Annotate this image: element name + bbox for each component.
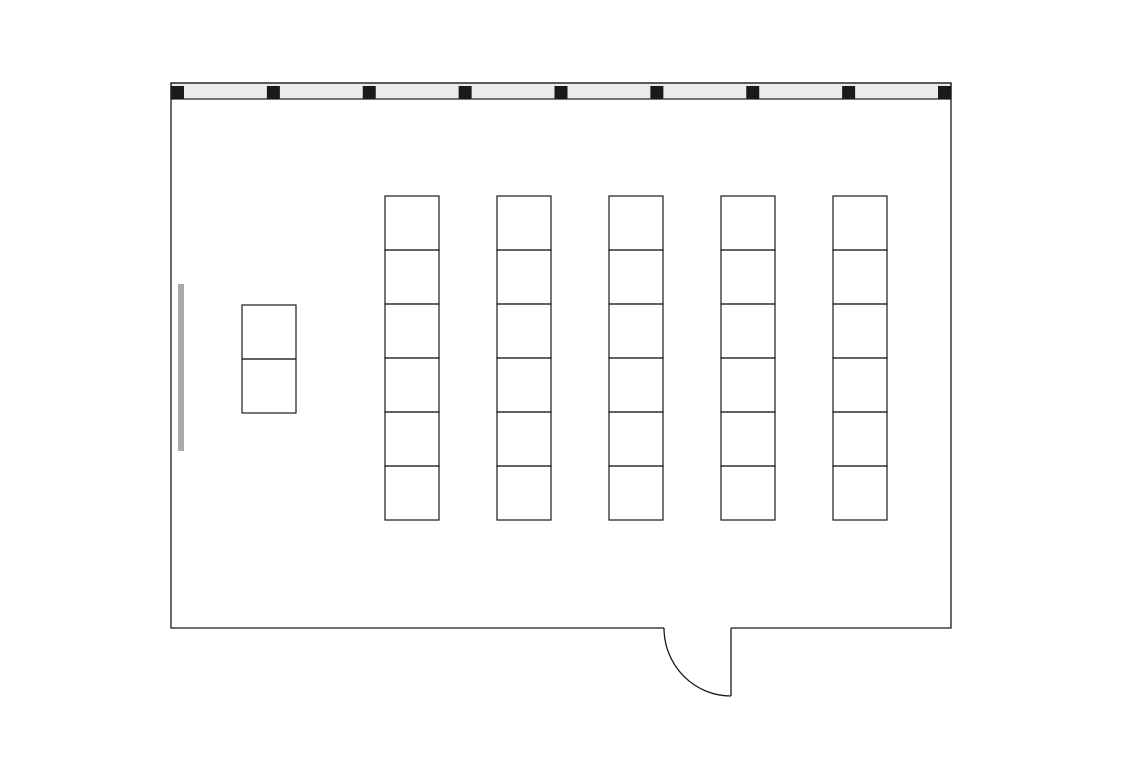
student-desk [384, 303, 440, 359]
student-desk [496, 195, 552, 251]
student-desk [496, 357, 552, 413]
wall [170, 82, 952, 629]
window-pillar [746, 86, 760, 99]
student-desk [496, 303, 552, 359]
student-desk [384, 357, 440, 413]
window-pillar [650, 86, 664, 99]
window-pillar [938, 86, 951, 99]
door-swing-arc [663, 627, 732, 697]
student-desk [720, 357, 776, 413]
student-desk [496, 249, 552, 305]
window-pillar [842, 86, 856, 99]
student-desk [720, 303, 776, 359]
window-pillar [171, 86, 184, 99]
window-pillar [554, 86, 568, 99]
student-desk [384, 465, 440, 521]
student-desk [608, 195, 664, 251]
student-desk [608, 465, 664, 521]
student-desk [720, 195, 776, 251]
student-desk [720, 411, 776, 467]
student-desk [608, 249, 664, 305]
student-desk [384, 411, 440, 467]
student-desk [832, 249, 888, 305]
window-pillar [266, 86, 280, 99]
whiteboard [178, 284, 184, 451]
student-desk [832, 465, 888, 521]
window-pillar [458, 86, 472, 99]
student-desk [832, 303, 888, 359]
student-desk [832, 195, 888, 251]
student-desk [832, 357, 888, 413]
student-desk [384, 195, 440, 251]
student-desk [384, 249, 440, 305]
student-desk [608, 411, 664, 467]
student-desk [720, 465, 776, 521]
student-desk [496, 411, 552, 467]
student-desk [496, 465, 552, 521]
teacher-desk [241, 304, 297, 360]
student-desk [720, 249, 776, 305]
teacher-desk [241, 358, 297, 414]
student-desk [832, 411, 888, 467]
student-desk [608, 303, 664, 359]
student-desk [608, 357, 664, 413]
window-pillar [362, 86, 376, 99]
